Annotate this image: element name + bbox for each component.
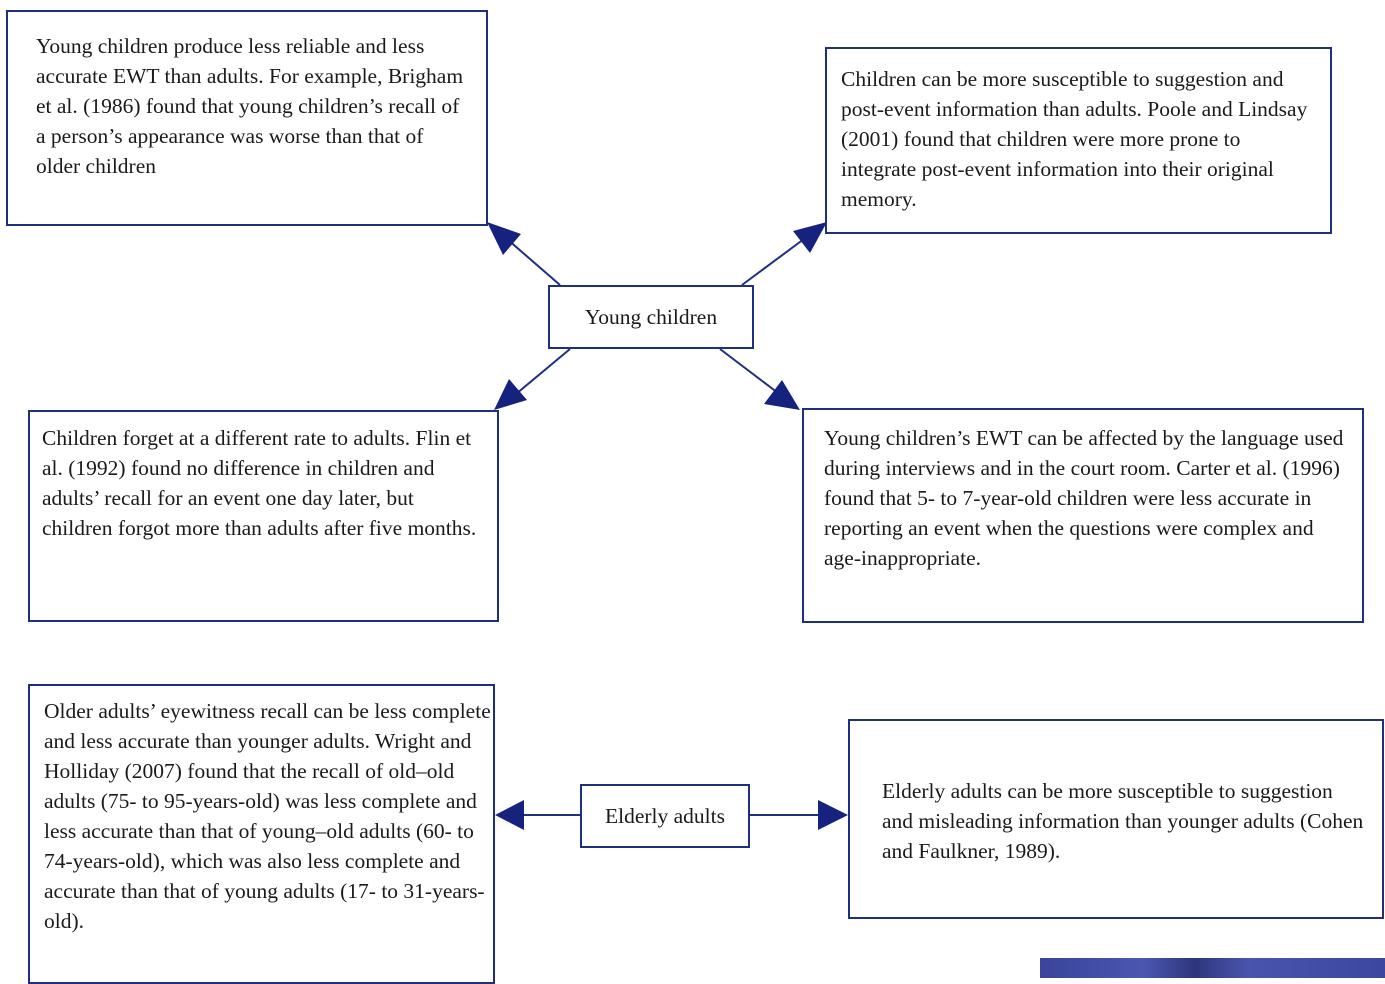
- arrowhead-elderly-right: [818, 800, 848, 830]
- young-children-top-left-box: Young children produce less reliable and…: [6, 10, 488, 226]
- arrow-line-top-left: [506, 238, 561, 286]
- elderly-adults-hub-label: Elderly adults: [604, 804, 725, 828]
- elderly-adults-hub: Elderly adults: [580, 784, 750, 848]
- young-children-bottom-right-text: Young children’s EWT can be affected by …: [824, 426, 1344, 570]
- arrowhead-bottom-left: [494, 379, 527, 410]
- arrowhead-elderly-left: [495, 800, 524, 830]
- arrow-line-bottom-right: [719, 348, 783, 397]
- young-children-top-right-box: Children can be more susceptible to sugg…: [825, 47, 1332, 234]
- elderly-adults-left-text: Older adults’ eyewitness recall can be l…: [44, 699, 491, 933]
- arrowhead-bottom-right: [764, 380, 800, 410]
- elderly-adults-right-text: Elderly adults can be more susceptible t…: [882, 779, 1364, 863]
- young-children-top-right-text: Children can be more susceptible to sugg…: [841, 67, 1308, 211]
- elderly-adults-right-box: Elderly adults can be more susceptible t…: [848, 719, 1384, 919]
- arrowhead-top-right: [793, 222, 827, 253]
- arrow-line-bottom-left: [509, 348, 571, 400]
- elderly-adults-left-box: Older adults’ eyewitness recall can be l…: [28, 684, 495, 984]
- young-children-top-left-text: Young children produce less reliable and…: [36, 34, 464, 178]
- young-children-bottom-left-text: Children forget at a different rate to a…: [42, 426, 477, 540]
- young-children-bottom-left-box: Children forget at a different rate to a…: [28, 410, 499, 622]
- arrow-line-top-right: [741, 235, 809, 286]
- young-children-hub: Young children: [548, 285, 754, 349]
- young-children-hub-label: Young children: [584, 305, 718, 329]
- young-children-bottom-right-box: Young children’s EWT can be affected by …: [802, 408, 1364, 623]
- photo-fragment: [1040, 958, 1385, 978]
- arrowhead-top-left: [487, 222, 521, 255]
